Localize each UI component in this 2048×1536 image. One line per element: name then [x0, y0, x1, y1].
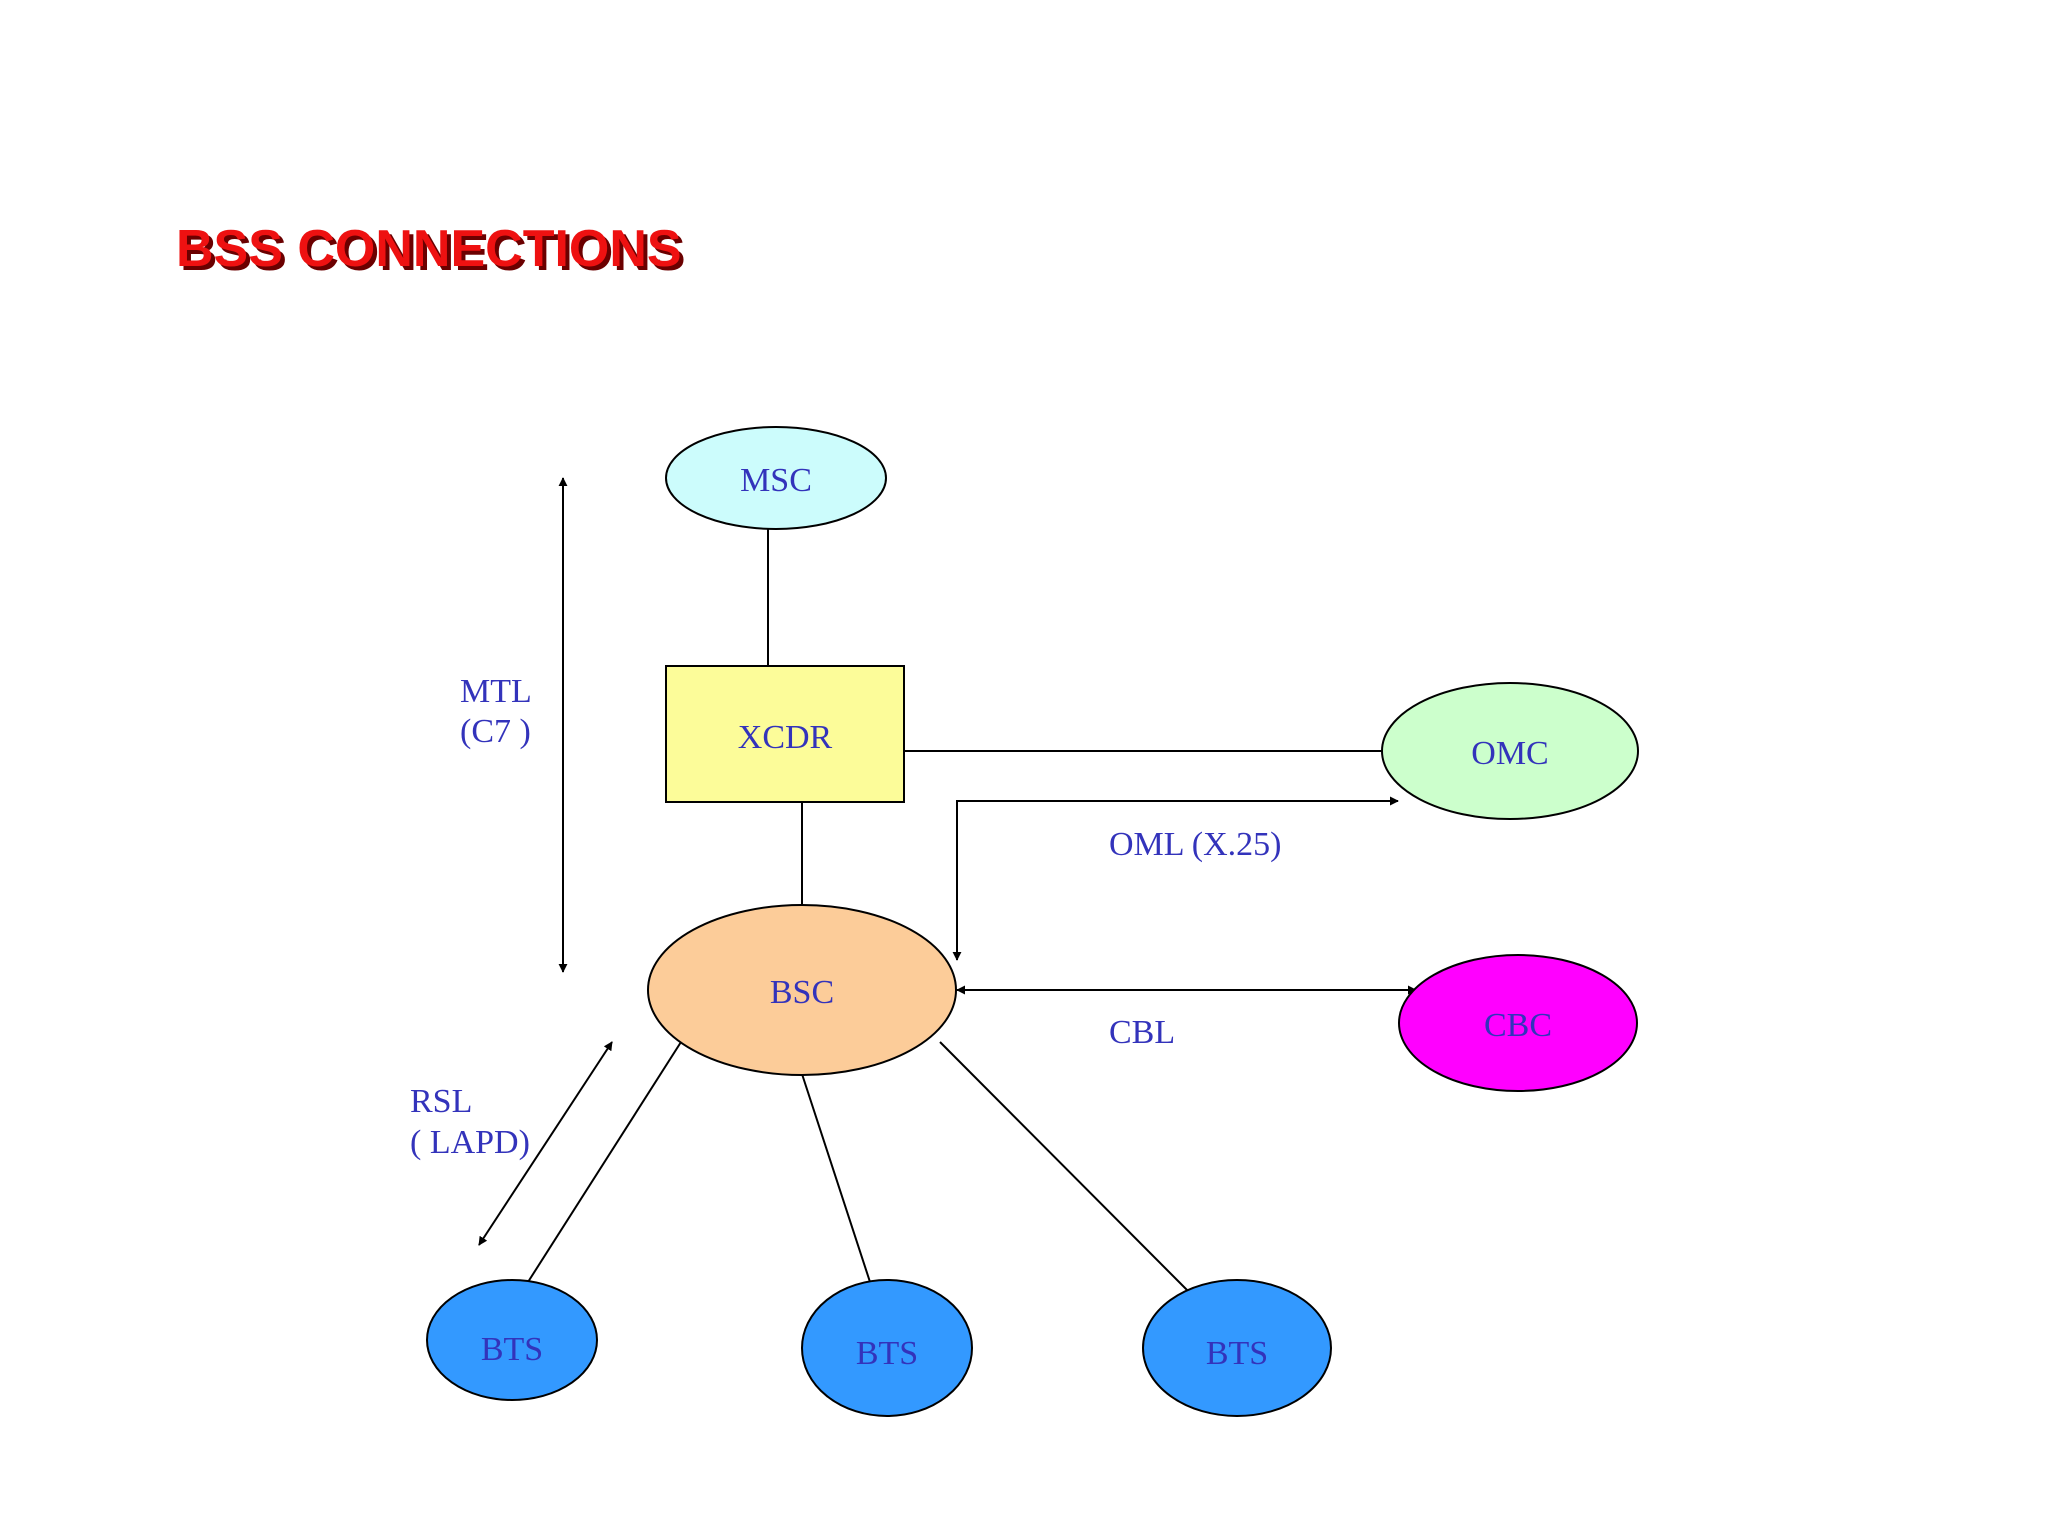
omc-node: OMC [1381, 682, 1639, 820]
bts-node-1: BTS [426, 1279, 598, 1401]
bsc-label: BSC [770, 974, 834, 1011]
bts-1-label: BTS [481, 1331, 543, 1368]
rsl-arrow [478, 1041, 613, 1246]
bsc-bts-1-link [527, 1041, 682, 1283]
bts-3-shape [1142, 1279, 1332, 1417]
oml-label: OML (X.25) [1109, 826, 1282, 863]
mtl-label: MTL [460, 673, 532, 710]
cbl-label: CBL [1109, 1014, 1175, 1051]
msc-shape [665, 426, 887, 530]
bts-3-label: BTS [1206, 1335, 1268, 1372]
oml-arrow [952, 796, 1399, 961]
xcdr-shape [665, 665, 905, 803]
bts-node-3: BTS [1142, 1279, 1332, 1417]
bts-1-shape [426, 1279, 598, 1401]
bsc-node: BSC [647, 904, 957, 1076]
omc-shape [1381, 682, 1639, 820]
xcdr-label: XCDR [738, 719, 833, 756]
bts-node-2: BTS [801, 1279, 973, 1417]
bsc-bts-2-link [801, 1073, 871, 1283]
cbc-node: CBC [1398, 954, 1638, 1092]
cbc-shape [1398, 954, 1638, 1092]
page-title-shadow: BSS CONNECTIONS [180, 224, 686, 282]
bts-2-shape [801, 1279, 973, 1417]
omc-label: OMC [1471, 735, 1548, 772]
page-title: BSS CONNECTIONS [176, 220, 682, 278]
bts-2-label: BTS [856, 1335, 918, 1372]
cbc-label: CBC [1484, 1007, 1552, 1044]
arrows [478, 477, 1417, 1246]
mtl-protocol-label: (C7 ) [460, 713, 531, 750]
bsc-shape [647, 904, 957, 1076]
rsl-protocol-label: ( LAPD) [410, 1124, 530, 1161]
rsl-label: RSL [410, 1083, 472, 1120]
msc-node: MSC [665, 426, 887, 530]
bsc-bts-3-link [939, 1041, 1195, 1298]
xcdr-node: XCDR [665, 665, 905, 803]
msc-label: MSC [740, 462, 812, 499]
